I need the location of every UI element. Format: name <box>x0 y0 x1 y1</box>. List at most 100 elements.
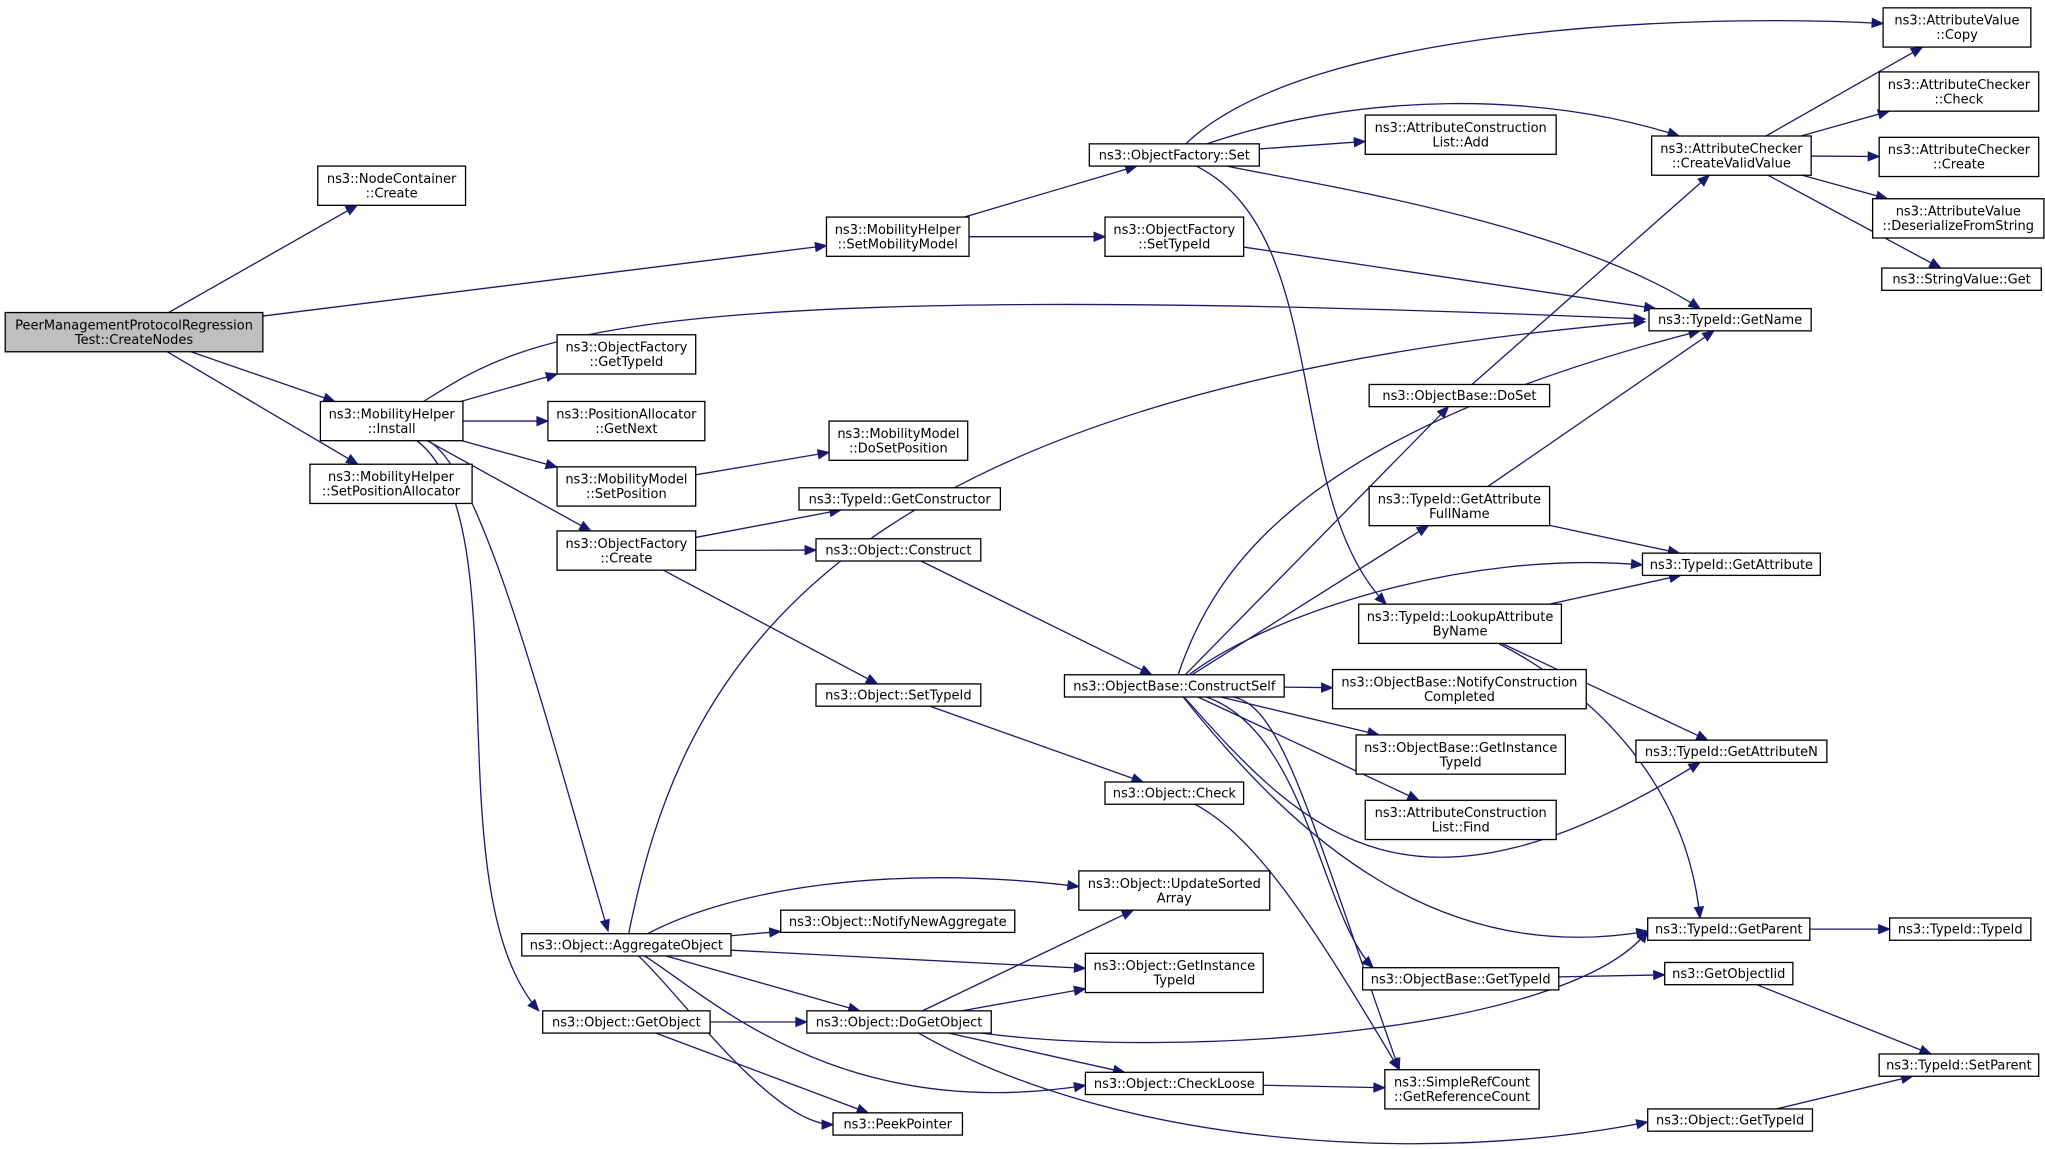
node-mm_setpos[interactable]: ns3::MobilityModel::SetPosition <box>556 466 697 507</box>
node-box[interactable] <box>1063 674 1285 698</box>
node-box[interactable] <box>1355 734 1566 775</box>
node-box[interactable] <box>1882 7 2032 48</box>
node-tid_getname[interactable]: ns3::TypeId::GetName <box>1648 307 1812 332</box>
node-box[interactable] <box>1878 71 2040 112</box>
node-box[interactable] <box>828 420 969 461</box>
node-obj_dogetobject[interactable]: ns3::Object::DoGetObject <box>806 1010 992 1034</box>
node-box[interactable] <box>1368 383 1551 408</box>
node-mm_dosetpos[interactable]: ns3::MobilityModel::DoSetPosition <box>828 420 969 461</box>
node-box[interactable] <box>1364 799 1557 841</box>
node-box[interactable] <box>1881 267 2042 291</box>
call-edge-obj_dogetobject-to-obj_getinstancetid <box>961 988 1086 1012</box>
node-box[interactable] <box>1650 135 1812 176</box>
node-box[interactable] <box>1648 307 1812 332</box>
node-tid_getattributen[interactable]: ns3::TypeId::GetAttributeN <box>1635 739 1828 764</box>
node-box[interactable] <box>832 1112 964 1136</box>
node-obj_aggregate[interactable]: ns3::Object::AggregateObject <box>521 933 732 957</box>
node-obj_settypeid[interactable]: ns3::Object::SetTypeId <box>815 683 982 707</box>
node-peekpointer[interactable]: ns3::PeekPointer <box>832 1112 964 1136</box>
node-ob_constructself[interactable]: ns3::ObjectBase::ConstructSelf <box>1063 674 1285 698</box>
node-ob_notifyconstr[interactable]: ns3::ObjectBase::NotifyConstructionCompl… <box>1331 668 1587 710</box>
call-edge-getobjectiid-to-tid_setparent <box>1756 984 1932 1055</box>
node-av_copy[interactable]: ns3::AttributeValue::Copy <box>1882 7 2032 48</box>
node-obj_check[interactable]: ns3::Object::Check <box>1104 781 1245 805</box>
node-box[interactable] <box>317 165 467 206</box>
node-ob_gettypeid[interactable]: ns3::ObjectBase::GetTypeId <box>1361 967 1560 991</box>
node-ac_create[interactable]: ns3::AttributeChecker::Create <box>1878 136 2040 178</box>
node-of_settypeid[interactable]: ns3::ObjectFactory::SetTypeId <box>1104 216 1245 257</box>
node-box[interactable] <box>1647 1108 1814 1132</box>
node-box[interactable] <box>556 466 697 507</box>
node-src_getrefcount[interactable]: ns3::SimpleRefCount::GetReferenceCount <box>1384 1069 1540 1110</box>
node-box[interactable] <box>1368 485 1551 527</box>
node-root[interactable]: PeerManagementProtocolRegressionTest::Cr… <box>4 311 264 353</box>
node-tid_setparent[interactable]: ns3::TypeId::SetParent <box>1878 1053 2040 1077</box>
node-box[interactable] <box>1641 552 1821 577</box>
node-ac_check[interactable]: ns3::AttributeChecker::Check <box>1878 71 2040 112</box>
node-obj_gettypeid[interactable]: ns3::Object::GetTypeId <box>1647 1108 1814 1132</box>
node-tid_getattribute[interactable]: ns3::TypeId::GetAttribute <box>1641 552 1821 577</box>
node-box[interactable] <box>1888 917 2032 941</box>
node-obj_construct[interactable]: ns3::Object::Construct <box>815 538 982 562</box>
node-mh_setpa[interactable]: ns3::MobilityHelper::SetPositionAllocato… <box>309 463 473 505</box>
node-box[interactable] <box>1664 961 1794 986</box>
node-tid_getparent[interactable]: ns3::TypeId::GetParent <box>1647 917 1811 941</box>
node-box[interactable] <box>1384 1069 1540 1110</box>
node-pa_getnext[interactable]: ns3::PositionAllocator::GetNext <box>547 400 706 442</box>
node-box[interactable] <box>798 487 1002 511</box>
node-ac_createvalid[interactable]: ns3::AttributeChecker::CreateValidValue <box>1650 135 1812 176</box>
node-mh_install[interactable]: ns3::MobilityHelper::Install <box>319 400 464 442</box>
node-box[interactable] <box>1078 870 1271 911</box>
node-box[interactable] <box>319 400 464 442</box>
node-box[interactable] <box>1364 114 1557 155</box>
node-box[interactable] <box>1104 216 1245 257</box>
node-box[interactable] <box>1635 739 1828 764</box>
node-obj_notifynewagg[interactable]: ns3::Object::NotifyNewAggregate <box>780 909 1016 934</box>
node-obj_checkloose[interactable]: ns3::Object::CheckLoose <box>1084 1071 1264 1096</box>
call-edge-root-to-mh_setpa <box>166 351 359 465</box>
node-box[interactable] <box>1104 781 1245 805</box>
node-box[interactable] <box>780 909 1016 934</box>
node-box[interactable] <box>1878 136 2040 178</box>
node-box[interactable] <box>1084 952 1264 994</box>
node-av_deser[interactable]: ns3::AttributeValue::DeserializeFromStri… <box>1871 198 2045 239</box>
node-box[interactable] <box>309 463 473 505</box>
node-box[interactable] <box>542 1010 711 1034</box>
node-of_create[interactable]: ns3::ObjectFactory::Create <box>556 530 697 571</box>
node-box[interactable] <box>825 216 970 257</box>
node-box[interactable] <box>1358 603 1563 645</box>
node-box[interactable] <box>1647 917 1811 941</box>
node-obj_getobject[interactable]: ns3::Object::GetObject <box>542 1010 711 1034</box>
node-ob_doset[interactable]: ns3::ObjectBase::DoSet <box>1368 383 1551 408</box>
node-box[interactable] <box>556 334 697 375</box>
node-tid_typeid[interactable]: ns3::TypeId::TypeId <box>1888 917 2032 941</box>
node-box[interactable] <box>4 311 264 353</box>
node-sv_get[interactable]: ns3::StringValue::Get <box>1881 267 2042 291</box>
node-mh_setmm[interactable]: ns3::MobilityHelper::SetMobilityModel <box>825 216 970 257</box>
node-box[interactable] <box>806 1010 992 1034</box>
node-nc_create[interactable]: ns3::NodeContainer::Create <box>317 165 467 206</box>
node-box[interactable] <box>556 530 697 571</box>
node-box[interactable] <box>1084 1071 1264 1096</box>
node-getobjectiid[interactable]: ns3::GetObjectIid <box>1664 961 1794 986</box>
node-box[interactable] <box>1361 967 1560 991</box>
node-box[interactable] <box>815 683 982 707</box>
node-of_gettypeid[interactable]: ns3::ObjectFactory::GetTypeId <box>556 334 697 375</box>
node-box[interactable] <box>521 933 732 957</box>
node-box[interactable] <box>1331 668 1587 710</box>
node-box[interactable] <box>1878 1053 2040 1077</box>
node-box[interactable] <box>1871 198 2045 239</box>
node-box[interactable] <box>1088 143 1260 167</box>
call-edge-mh_install-to-of_create <box>426 440 592 532</box>
node-tid_getctor[interactable]: ns3::TypeId::GetConstructor <box>798 487 1002 511</box>
node-box[interactable] <box>815 538 982 562</box>
node-box[interactable] <box>547 400 706 442</box>
node-of_set[interactable]: ns3::ObjectFactory::Set <box>1088 143 1260 167</box>
